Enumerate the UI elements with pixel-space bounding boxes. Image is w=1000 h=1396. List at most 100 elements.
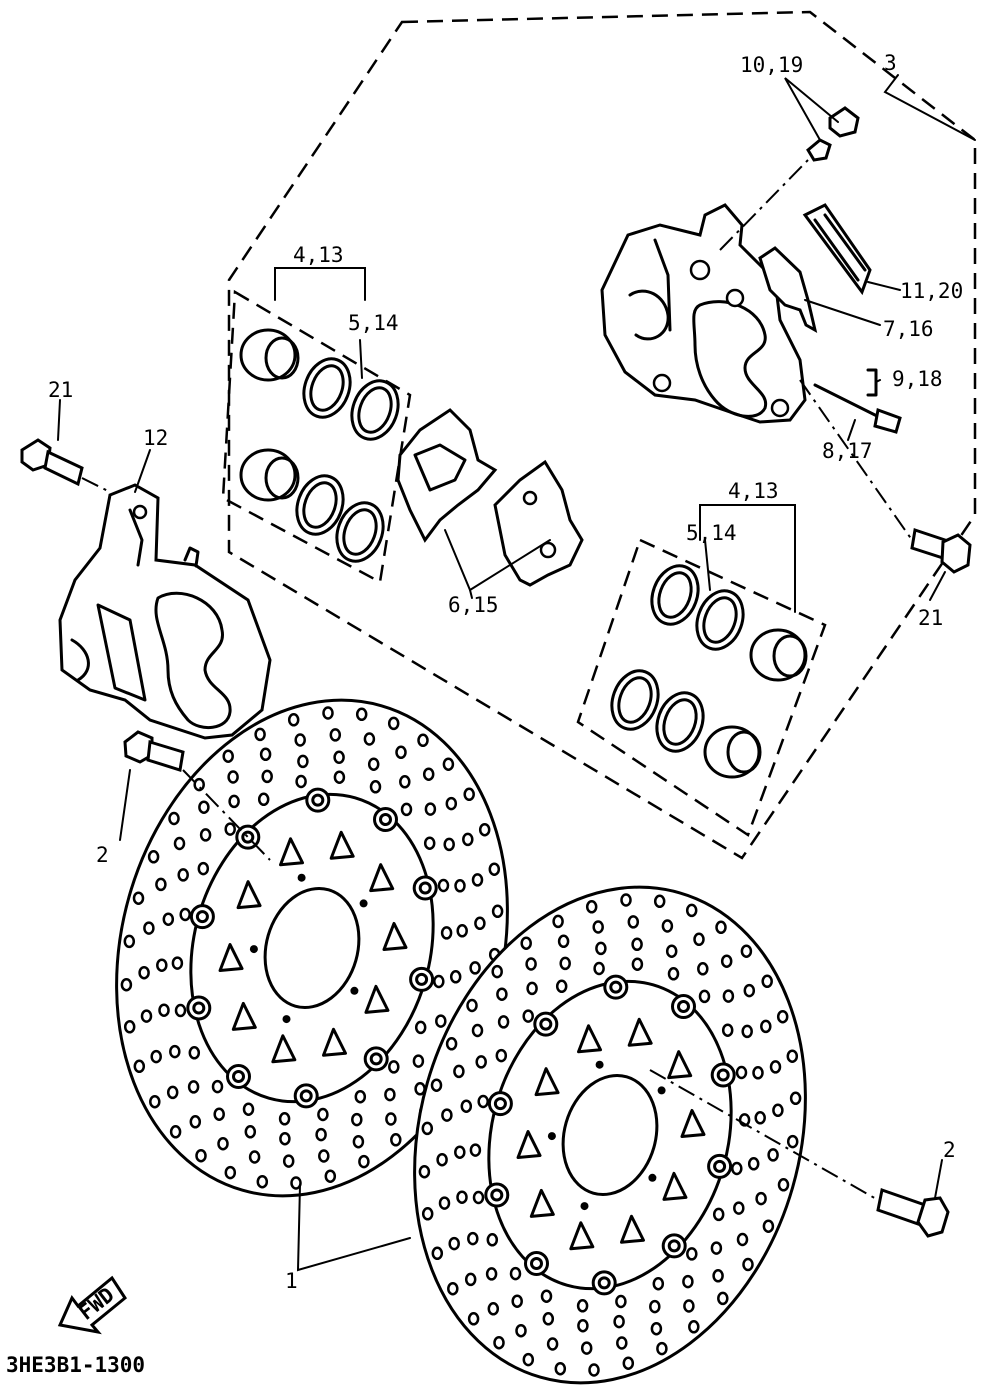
disc-drill-hole: [615, 1294, 627, 1309]
disc-drill-hole: [224, 1165, 237, 1180]
alignment-lines: [81, 159, 913, 1201]
disc-drill-hole: [712, 1207, 725, 1222]
disc-drill-hole: [786, 1049, 799, 1063]
disc-drill-hole: [478, 822, 491, 837]
disc-drill-hole: [123, 1020, 136, 1034]
disc-drill-hole: [149, 1094, 161, 1109]
disc-drill-hole: [140, 1009, 153, 1023]
disc-drill-hole: [211, 1079, 224, 1094]
disc-drill-hole: [179, 907, 191, 922]
disc-drill-hole: [789, 1091, 802, 1106]
disc-drill-hole: [472, 1190, 485, 1205]
disc-bolt-right: [876, 1188, 950, 1238]
disc-drill-hole: [385, 1112, 397, 1126]
disc-drill-hole: [169, 1044, 181, 1059]
brake-disc-left: [115, 698, 509, 1198]
disc-drill-hole: [317, 1107, 329, 1122]
diagram-code: 3HE3B1-1300: [6, 1353, 145, 1377]
disc-carrier-window: [577, 1024, 603, 1054]
pad-support-plate: [802, 203, 872, 296]
disc-drill-hole: [329, 728, 342, 742]
disc-drill-hole: [767, 1148, 779, 1162]
disc-float-button-center: [241, 830, 255, 844]
disc-drill-hole: [435, 1014, 447, 1028]
disc-drill-hole: [580, 1341, 593, 1355]
disc-drill-hole: [354, 1089, 367, 1104]
bleed-screw: [806, 106, 860, 162]
callout-4-13-right: 4,13: [728, 479, 779, 503]
disc-mount-hole: [249, 945, 258, 954]
disc-drill-hole: [222, 749, 234, 763]
disc-drill-hole: [162, 912, 175, 926]
disc-drill-hole: [497, 1015, 510, 1029]
disc-drill-hole: [741, 1024, 753, 1039]
disc-drill-hole: [421, 1121, 434, 1136]
disc-drill-hole: [522, 1009, 534, 1023]
disc-drill-hole: [469, 1143, 482, 1157]
disc-drill-hole: [453, 1064, 465, 1079]
disc-drill-hole: [776, 1009, 789, 1024]
callout-11-20: 11,20: [900, 279, 963, 303]
disc-drill-hole: [525, 957, 537, 971]
disc-drill-hole: [592, 920, 604, 934]
disc-drill-hole: [443, 837, 455, 852]
disc-drill-hole: [585, 900, 598, 914]
disc-drill-hole: [242, 1102, 255, 1116]
disc-drill-hole: [436, 1152, 448, 1167]
disc-drill-hole: [686, 1247, 698, 1261]
disc-float-button: [189, 904, 215, 930]
disc-drill-hole: [217, 1136, 229, 1151]
disc-drill-hole: [777, 1178, 790, 1192]
disc-carrier-window: [382, 921, 408, 951]
disc-drill-hole: [742, 1257, 754, 1272]
right-brake-caliper: [600, 203, 807, 424]
disc-drill-hole: [418, 1164, 431, 1179]
disc-drill-hole: [688, 1320, 700, 1334]
disc-drill-hole: [158, 1003, 170, 1017]
disc-drill-hole: [685, 903, 698, 918]
disc-drill-hole: [554, 1361, 567, 1376]
disc-float-button-center: [539, 1017, 553, 1031]
disc-drill-hole: [224, 822, 236, 836]
disc-drill-hole: [132, 891, 145, 905]
disc-drill-hole: [762, 1219, 775, 1233]
disc-float-button: [707, 1153, 733, 1179]
left-brake-caliper: [58, 483, 272, 740]
disc-hub-bore: [561, 1074, 659, 1196]
disc-drill-hole: [395, 745, 407, 760]
disc-carrier-window: [369, 863, 395, 893]
disc-drill-hole: [324, 1169, 337, 1183]
disc-drill-hole: [467, 1312, 480, 1326]
callout-2-left: 2: [96, 843, 109, 867]
disc-float-button: [591, 1270, 617, 1296]
disc-drill-hole: [682, 1274, 694, 1289]
disc-hub-bore: [263, 887, 361, 1009]
disc-drill-hole: [294, 733, 306, 747]
callout-5-14-right: 5,14: [686, 521, 737, 545]
disc-drill-hole: [437, 878, 450, 893]
disc-drill-hole: [540, 1289, 553, 1303]
callout-3: 3: [884, 51, 897, 75]
disc-drill-hole: [166, 1085, 179, 1100]
disc-drill-hole: [287, 713, 300, 727]
disc-drill-hole: [171, 956, 184, 970]
disc-float-button: [484, 1182, 510, 1208]
callout-10-19: 10,19: [740, 53, 803, 77]
disc-drill-hole: [442, 757, 455, 771]
piston-seal-group-right: [610, 564, 808, 779]
disc-mount-hole: [648, 1173, 657, 1182]
disc-float-button-center: [667, 1239, 681, 1253]
caliper-bolt-left: [20, 438, 84, 487]
disc-drill-hole: [656, 1341, 668, 1356]
disc-drill-hole: [322, 706, 334, 720]
disc-float-button-center: [379, 813, 392, 826]
disc-drill-hole: [454, 1145, 466, 1159]
disc-drill-hole: [333, 750, 345, 765]
disc-drill-hole: [474, 916, 486, 931]
disc-drill-hole: [697, 962, 709, 976]
disc-drill-hole: [491, 964, 503, 979]
disc-float-button: [226, 1064, 251, 1089]
disc-drill-hole: [297, 754, 309, 769]
disc-drill-hole: [471, 1023, 484, 1038]
disc-float-button: [412, 875, 438, 901]
